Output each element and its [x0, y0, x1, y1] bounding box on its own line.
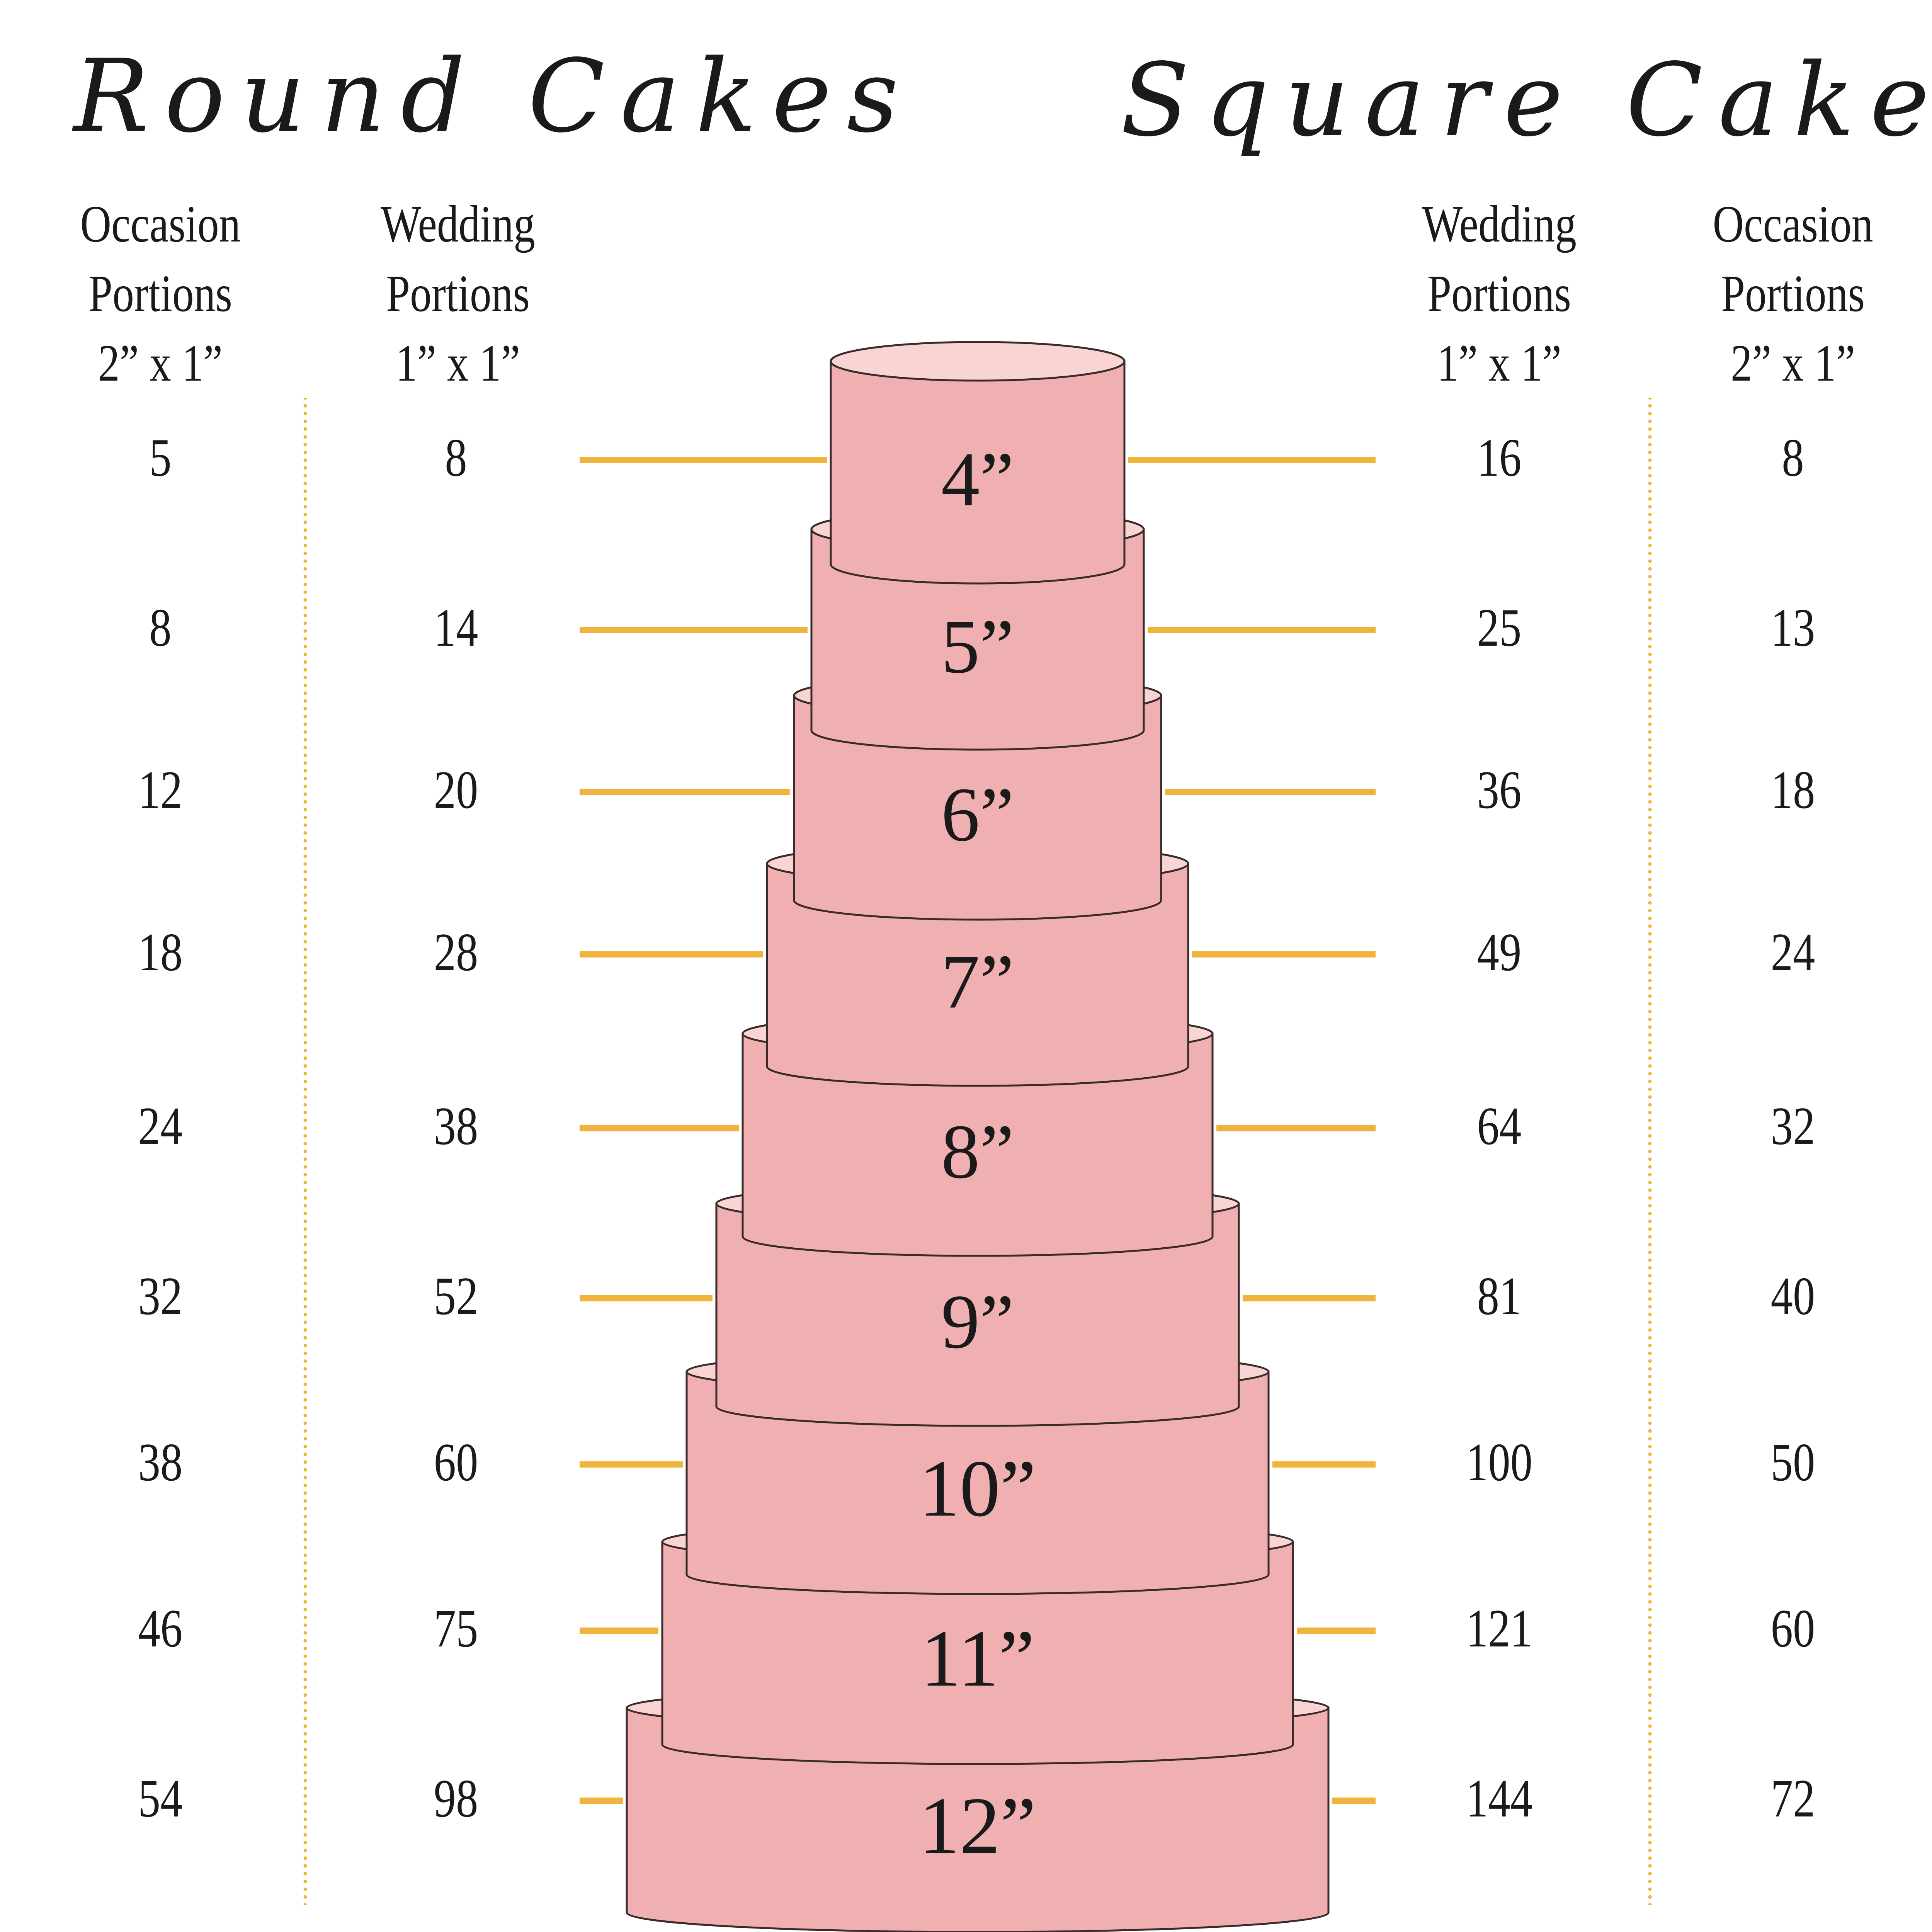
round-wedding-value: 75 — [434, 1599, 478, 1658]
tier-size-label: 11” — [920, 1614, 1034, 1704]
square-occasion-value: 72 — [1770, 1769, 1815, 1828]
cake-tier-side — [766, 862, 1189, 1087]
square-wedding-value: 36 — [1477, 760, 1522, 820]
round-occasion-value: 38 — [138, 1432, 183, 1492]
round-occasion-value: 12 — [138, 760, 183, 820]
cake-tier-side — [810, 528, 1145, 751]
round-occasion-value: 18 — [138, 922, 183, 982]
round-wedding-value: 28 — [434, 922, 478, 982]
tier-size-label: 9” — [941, 1279, 1014, 1365]
round-occasion-value: 32 — [138, 1266, 183, 1326]
round-wedding-value: 60 — [434, 1432, 478, 1492]
header-line: Occasion — [1713, 195, 1873, 253]
round-wedding-value: 52 — [434, 1266, 478, 1326]
square-occasion-value: 24 — [1770, 922, 1815, 982]
header-line: Wedding — [381, 195, 535, 253]
cake-tier-side — [715, 1202, 1240, 1427]
cake-tier-side — [742, 1032, 1214, 1257]
square-occasion-value: 8 — [1782, 428, 1804, 488]
round-occasion-value: 54 — [138, 1769, 183, 1828]
square-wedding-value: 100 — [1466, 1432, 1533, 1492]
tier-size-label: 6” — [941, 772, 1014, 857]
square-wedding-header: Wedding Portions 1” x 1” — [1388, 189, 1610, 398]
square-occasion-value: 13 — [1770, 598, 1815, 658]
tier-size-label: 4” — [941, 437, 1014, 522]
tier-size-label: 12” — [919, 1781, 1036, 1871]
cake-tier-side — [830, 360, 1126, 585]
round-occasion-header: Occasion Portions 2” x 1” — [49, 189, 271, 398]
square-cakes-title: Square Cakes — [1121, 42, 1932, 159]
header-line: 1” x 1” — [1437, 334, 1562, 392]
tier-size-label: 8” — [941, 1109, 1014, 1195]
header-line: 2” x 1” — [98, 334, 223, 392]
square-occasion-value: 18 — [1770, 760, 1815, 820]
header-line: Portions — [1427, 265, 1571, 323]
header-line: Portions — [386, 265, 530, 323]
square-wedding-value: 49 — [1477, 922, 1522, 982]
cake-tier-side — [661, 1541, 1294, 1765]
round-wedding-value: 20 — [434, 760, 478, 820]
square-wedding-value: 64 — [1477, 1096, 1522, 1156]
square-occasion-value: 32 — [1770, 1096, 1815, 1156]
round-wedding-value: 38 — [434, 1096, 478, 1156]
round-cakes-title: Round Cakes — [73, 38, 914, 155]
square-wedding-value: 121 — [1466, 1599, 1533, 1658]
cake-tier-side — [685, 1371, 1270, 1595]
tier-size-label: 5” — [941, 604, 1014, 689]
tier-size-label: 10” — [919, 1444, 1036, 1534]
round-occasion-value: 46 — [138, 1599, 183, 1658]
header-line: Portions — [1721, 265, 1865, 323]
tier-size-label: 7” — [941, 939, 1014, 1025]
header-line: Occasion — [80, 195, 241, 253]
square-occasion-value: 40 — [1770, 1266, 1815, 1326]
dotted-divider-left — [303, 398, 307, 1905]
cake-tier-top — [830, 341, 1126, 382]
round-occasion-value: 5 — [149, 428, 172, 488]
header-line: 2” x 1” — [1730, 334, 1855, 392]
square-occasion-value: 50 — [1770, 1432, 1815, 1492]
cake-tier: 4” — [830, 341, 1126, 585]
round-wedding-header: Wedding Portions 1” x 1” — [347, 189, 569, 398]
header-line: Wedding — [1422, 195, 1577, 253]
square-occasion-value: 60 — [1770, 1599, 1815, 1658]
header-line: 1” x 1” — [395, 334, 520, 392]
round-wedding-value: 14 — [434, 598, 478, 658]
square-wedding-value: 25 — [1477, 598, 1522, 658]
square-wedding-value: 16 — [1477, 428, 1522, 488]
cake-tier-side — [793, 694, 1162, 921]
dotted-divider-right — [1648, 398, 1652, 1905]
square-occasion-header: Occasion Portions 2” x 1” — [1682, 189, 1904, 398]
round-wedding-value: 98 — [434, 1769, 478, 1828]
header-line: Portions — [88, 265, 232, 323]
round-occasion-value: 8 — [149, 598, 172, 658]
square-wedding-value: 81 — [1477, 1266, 1522, 1326]
round-wedding-value: 8 — [445, 428, 467, 488]
square-wedding-value: 144 — [1466, 1769, 1533, 1828]
round-occasion-value: 24 — [138, 1096, 183, 1156]
